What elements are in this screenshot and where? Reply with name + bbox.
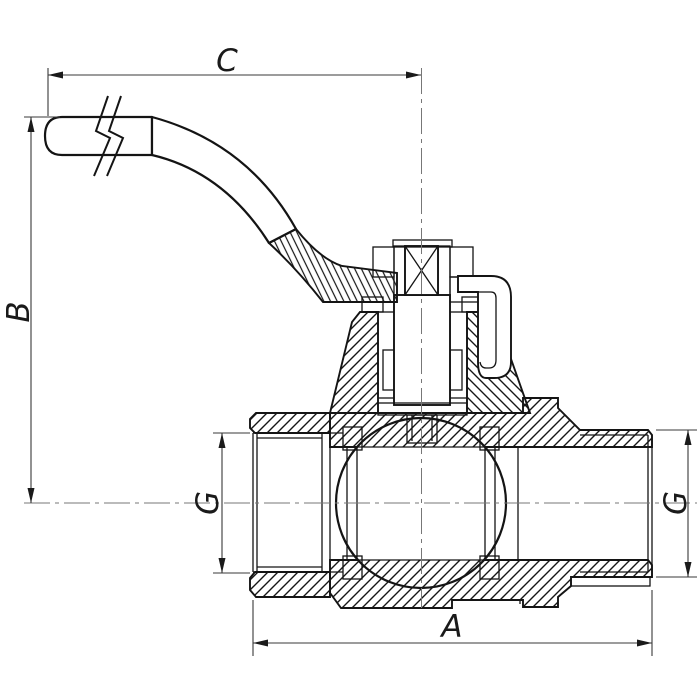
seat-seal-bottom-left: [342, 555, 363, 580]
dimension-b-label: B: [1, 301, 37, 322]
left-port-bore: [252, 432, 343, 573]
dimension-g-right-label: G: [658, 491, 694, 515]
stem-nut-hex-right: [449, 246, 474, 278]
dimension-a-label: A: [439, 609, 462, 645]
seat-seal-top-right: [479, 426, 500, 451]
packing-column-left: [377, 311, 396, 399]
right-port-bore: [517, 434, 653, 577]
centerlines: [24, 68, 697, 608]
handle-lever-section: [267, 227, 398, 303]
dimension-g-left-label: G: [190, 491, 226, 515]
dimension-g-left: G: [190, 432, 250, 574]
handle-break-line-2: [106, 95, 125, 177]
dimension-c: C: [47, 43, 421, 116]
stem-top-cap: [392, 239, 453, 248]
seat-seal-bottom-right: [479, 555, 500, 580]
packing-column-right: [449, 311, 468, 399]
dimension-g-right: G: [656, 429, 697, 578]
handle-grip: [43, 115, 154, 157]
handle-break-line-1: [93, 95, 112, 177]
valve-handle: [43, 95, 512, 379]
handle-lever: [150, 115, 298, 245]
right-port-runout-step: [570, 576, 651, 587]
dimension-c-label: C: [216, 43, 238, 79]
drain-notch: [505, 599, 521, 604]
dimension-a: A: [252, 590, 653, 656]
dimension-b: B: [1, 116, 60, 503]
handle-bent-tab: [457, 275, 512, 379]
stem-nut-strip-right: [437, 245, 451, 296]
left-port-top-wall: [249, 412, 331, 434]
stem-seal-right: [449, 349, 463, 391]
seat-seal-top-left: [342, 426, 363, 451]
left-port-bottom-wall: [249, 571, 331, 598]
handle-bent-tab-inner: [458, 291, 497, 369]
neck-left: [328, 311, 379, 414]
